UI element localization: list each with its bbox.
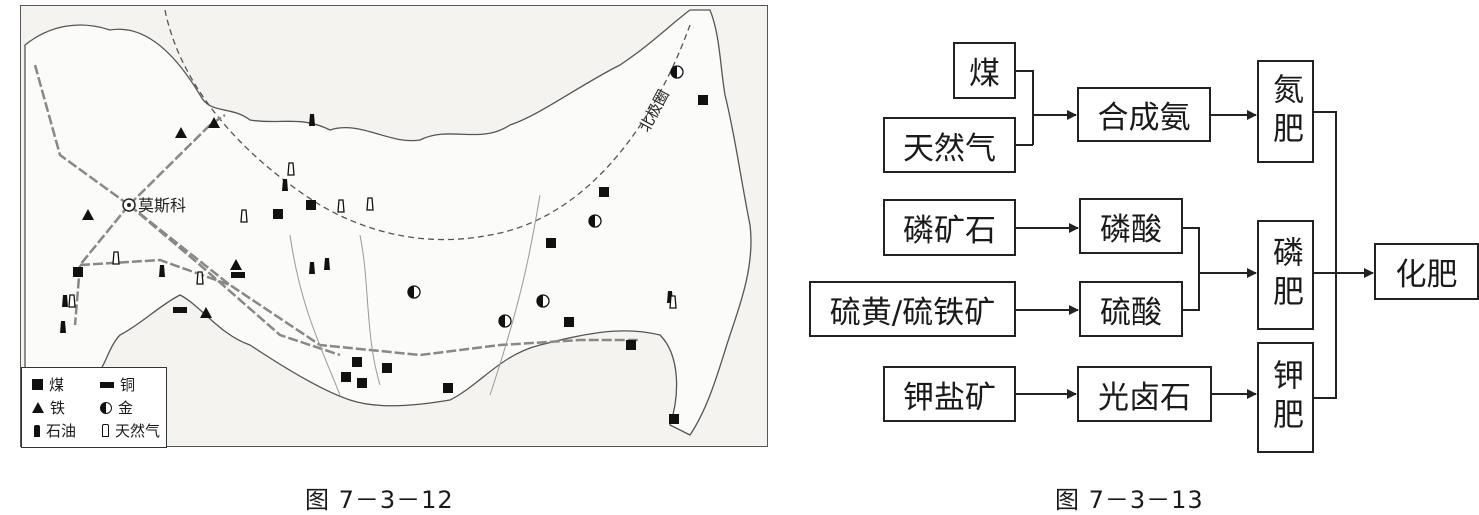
gas-icon (112, 251, 120, 265)
copper-icon (100, 381, 114, 388)
flow-caption: 图 7－3－13 (1055, 486, 1204, 514)
gold-icon-half (671, 66, 677, 78)
legend-label: 煤 (49, 376, 65, 394)
legend-iron: 铁 (32, 397, 65, 418)
coal-icon (599, 187, 609, 197)
legend-label: 铁 (50, 399, 66, 417)
coal-icon (306, 200, 316, 210)
coal-icon (273, 209, 283, 219)
gas-icon (287, 162, 295, 176)
iron-icon (32, 402, 44, 413)
connector-acids (1183, 227, 1200, 311)
coal-icon (698, 95, 708, 105)
arctic-circle (164, 9, 691, 241)
gold-icon (100, 401, 112, 414)
gas-icon (68, 294, 76, 308)
node-potash-ore: 钾盐矿 (883, 366, 1016, 422)
coal-icon (73, 267, 83, 277)
coal-icon (382, 363, 392, 373)
node-carnallite: 光卤石 (1077, 366, 1212, 422)
coal-icon (564, 317, 574, 327)
moscow-marker (122, 198, 136, 212)
legend-oil: 石油 (34, 420, 76, 441)
legend-label: 天然气 (115, 422, 161, 440)
gold-icon-half (537, 295, 543, 307)
legend-label: 石油 (46, 422, 77, 440)
rivers (289, 194, 541, 396)
node-phosphoric-acid: 磷酸 (1079, 198, 1183, 254)
iron-icon (230, 259, 242, 270)
land-outline (24, 9, 752, 436)
iron-icon (200, 307, 212, 318)
oil-icon (282, 179, 288, 191)
russia-resource-map: 莫斯科 北极圈 煤 铜 铁 金 石油 天然气 (20, 5, 768, 448)
gas-icon (337, 199, 345, 213)
coal-icon (357, 378, 367, 388)
connector-coal (1016, 70, 1034, 145)
node-natural-gas: 天然气 (883, 117, 1016, 173)
iron-icon (175, 127, 187, 138)
iron-icon (208, 117, 220, 128)
legend-label: 金 (118, 399, 134, 417)
gas-icon (669, 295, 677, 309)
node-sulfur-pyrite: 硫黄/硫铁矿 (809, 281, 1016, 337)
oil-icon (309, 262, 315, 274)
oil-icon (34, 424, 40, 437)
oil-icon (159, 265, 165, 277)
gold-icon-half (589, 215, 595, 227)
oil-icon (62, 295, 68, 307)
coal-icon (443, 383, 453, 393)
legend-gas: 天然气 (102, 420, 160, 441)
iron-icon (82, 209, 94, 220)
coal-icon (352, 357, 362, 367)
map-caption: 图 7－3－12 (305, 486, 454, 514)
node-potash-fertilizer: 钾肥 (1257, 342, 1314, 453)
node-sulfuric-acid: 硫酸 (1079, 281, 1183, 337)
resource-markers (60, 65, 708, 424)
moscow-label: 莫斯科 (138, 196, 186, 215)
node-chemical-fertilizer: 化肥 (1374, 243, 1479, 300)
node-coal: 煤 (953, 42, 1016, 99)
oil-icon (309, 114, 315, 126)
connector-fertilizers (1314, 111, 1337, 399)
oil-icon (324, 258, 330, 270)
coal-icon (669, 414, 679, 424)
gas-icon (102, 424, 109, 437)
coal-icon (626, 340, 636, 350)
coal-icon (341, 372, 351, 382)
gas-icon (366, 197, 374, 211)
oil-icon (60, 321, 66, 333)
legend-copper: 铜 (100, 374, 135, 395)
legend-label: 铜 (120, 376, 136, 394)
copper-icon (231, 272, 245, 278)
gold-icon-half (408, 286, 414, 298)
gas-icon (240, 209, 248, 223)
gas-icon (196, 271, 204, 285)
legend-gold: 金 (100, 397, 133, 418)
node-phosphate-fertilizer: 磷肥 (1257, 220, 1314, 330)
gold-icon-half (499, 315, 505, 327)
coal-icon (32, 379, 43, 390)
node-phosphate-rock: 磷矿石 (883, 199, 1016, 256)
node-nitrogen-fertilizer: 氮肥 (1257, 60, 1314, 163)
coal-icon (546, 238, 556, 248)
map-legend: 煤 铜 铁 金 石油 天然气 (21, 367, 167, 448)
node-synthetic-ammonia: 合成氨 (1077, 87, 1211, 142)
copper-icon (173, 307, 187, 313)
legend-coal: 煤 (32, 374, 64, 395)
